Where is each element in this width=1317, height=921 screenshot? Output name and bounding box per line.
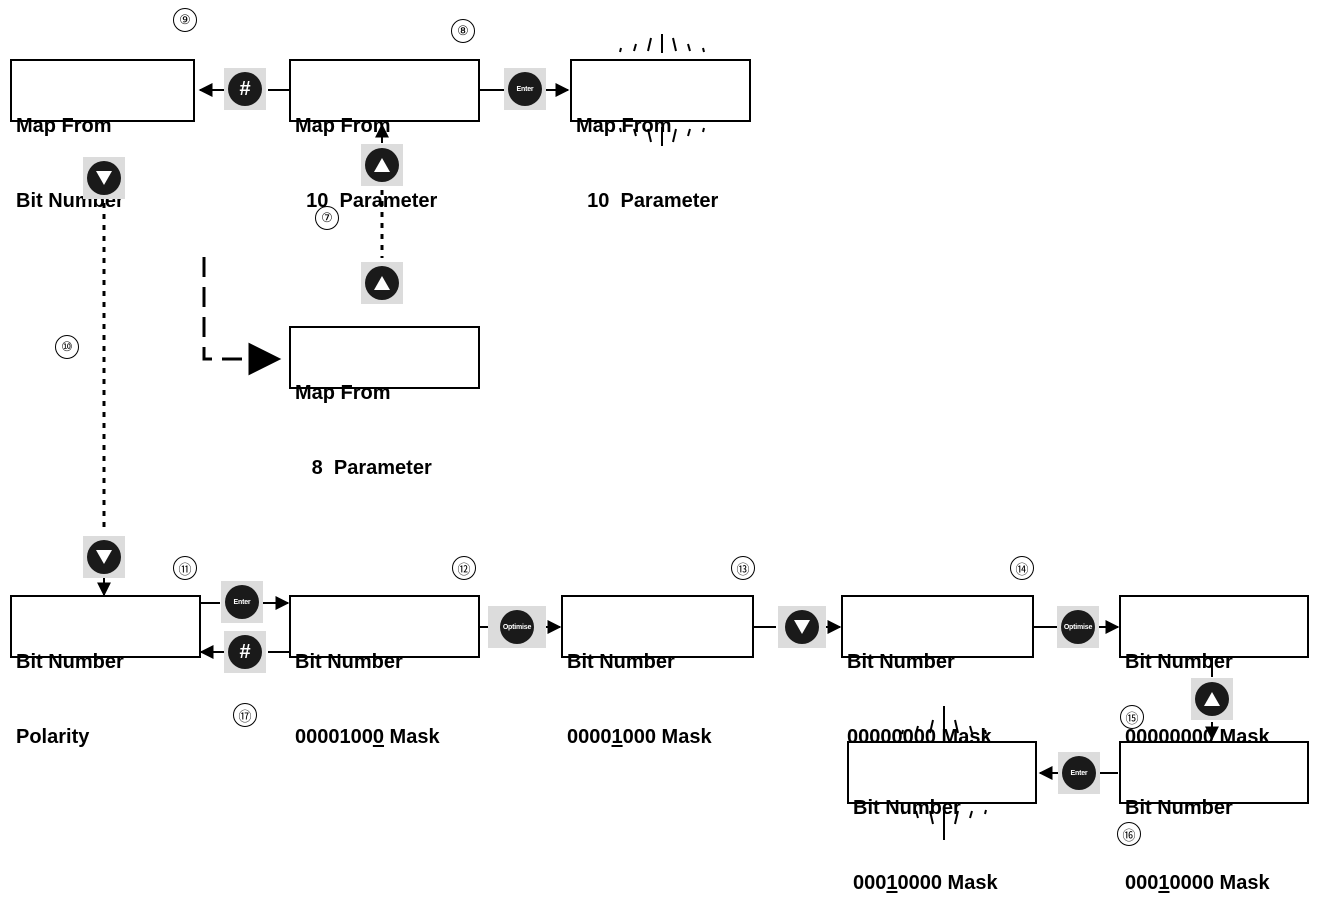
optimise-key-2: Optimise bbox=[1057, 606, 1099, 648]
enter-key-top: Enter bbox=[504, 68, 546, 110]
display-line-1: Bit Number bbox=[295, 651, 403, 673]
display-line-1: Bit Number bbox=[847, 651, 955, 673]
down-key-lower bbox=[83, 536, 125, 578]
display-map-from-10-parameter: Map From 10 Parameter bbox=[289, 59, 480, 212]
display-mask-step-13: Bit Number 00001000 Mask bbox=[561, 595, 754, 748]
step-15: ⑮ bbox=[1120, 705, 1144, 729]
step-8: ⑧ bbox=[451, 19, 475, 43]
step-13: ⑬ bbox=[731, 556, 755, 580]
step-9: ⑨ bbox=[173, 8, 197, 32]
mask-cursor-digit: 0 bbox=[891, 726, 903, 748]
display-bit-number-polarity: Bit Number Polarity bbox=[10, 595, 201, 748]
display-line-1: Bit Number bbox=[853, 797, 961, 819]
up-arrow-icon bbox=[365, 148, 399, 182]
display-line-1: Map From bbox=[16, 115, 112, 137]
display-line-2: 00001000 Mask bbox=[295, 725, 478, 750]
up-arrow-icon bbox=[365, 266, 399, 300]
display-line-1: Map From bbox=[295, 382, 391, 404]
down-arrow-icon bbox=[785, 610, 819, 644]
hash-key-label: # bbox=[228, 72, 262, 106]
display-line-2: 10 Parameter bbox=[576, 190, 719, 212]
display-line-1: Bit Number bbox=[16, 651, 124, 673]
mask-digits-before: 0000 bbox=[567, 726, 612, 748]
display-mask-step-16-flashing: Bit Number 00010000 Mask bbox=[847, 741, 1037, 894]
optimise-key-1: Optimise bbox=[488, 606, 546, 648]
step-11: ⑪ bbox=[173, 556, 197, 580]
connector-layer bbox=[97, 34, 1219, 840]
display-mask-step-12: Bit Number 00001000 Mask bbox=[289, 595, 480, 748]
display-map-from-10-parameter-flashing: Map From 10 Parameter bbox=[570, 59, 751, 212]
display-line-1: Bit Number bbox=[1125, 797, 1233, 819]
display-line-1: Bit Number bbox=[1125, 651, 1233, 673]
enter-key-label: Enter bbox=[225, 585, 259, 619]
display-mask-step-15: Bit Number 00010000 Mask bbox=[1119, 741, 1309, 894]
display-line-2: 00010000 Mask bbox=[1125, 871, 1307, 896]
flash-rays-bottom bbox=[901, 706, 987, 840]
mask-digits-before: 0000100 bbox=[295, 726, 373, 748]
step-14: ⑭ bbox=[1010, 556, 1034, 580]
mask-digits-after: Mask bbox=[384, 726, 440, 748]
enter-key-mask: Enter bbox=[1058, 752, 1100, 794]
display-line-2: 8 Parameter bbox=[295, 457, 432, 479]
step-16: ⑯ bbox=[1117, 822, 1141, 846]
display-line-2: 00010000 Mask bbox=[853, 871, 1035, 896]
step-17: ⑰ bbox=[233, 703, 257, 727]
mask-cursor-digit: 1 bbox=[611, 726, 623, 748]
mask-digits-after: 0000 Mask bbox=[1169, 872, 1270, 894]
up-key-upper bbox=[361, 144, 403, 186]
down-key-upper bbox=[83, 157, 125, 199]
optimise-key-label: Optimise bbox=[1061, 610, 1095, 644]
display-line-2: Polarity bbox=[16, 726, 90, 748]
mask-cursor-digit: 1 bbox=[886, 872, 898, 894]
hash-key-bottom: # bbox=[224, 631, 266, 673]
flash-rays-top bbox=[619, 34, 705, 146]
enter-key-polarity: Enter bbox=[221, 581, 263, 623]
mask-cursor-digit: 1 bbox=[1158, 872, 1170, 894]
display-line-1: Bit Number bbox=[567, 651, 675, 673]
display-mask-step-14: Bit Number 00000000 Mask bbox=[841, 595, 1034, 748]
up-key-lower bbox=[361, 262, 403, 304]
display-line-1: Map From bbox=[295, 115, 391, 137]
hash-key-top: # bbox=[224, 68, 266, 110]
hash-key-label: # bbox=[228, 635, 262, 669]
step-7: ⑦ bbox=[315, 206, 339, 230]
display-map-from-bit-number: Map From Bit Number bbox=[10, 59, 195, 212]
mask-digits-before: 000 bbox=[853, 872, 887, 894]
down-key-mask bbox=[778, 606, 826, 648]
down-arrow-icon bbox=[87, 161, 121, 195]
display-line-1: Map From bbox=[576, 115, 672, 137]
enter-key-label: Enter bbox=[508, 72, 542, 106]
mask-digits-after: 0000 Mask bbox=[897, 872, 998, 894]
mask-digits-before: 000 bbox=[1125, 872, 1159, 894]
mask-digits-after: 000 Mask bbox=[622, 726, 712, 748]
optimise-key-label: Optimise bbox=[500, 610, 534, 644]
mask-cursor-digit: 0 bbox=[1158, 726, 1170, 748]
connector-dashed-to-map8 bbox=[202, 257, 282, 376]
display-line-2: 00001000 Mask bbox=[567, 725, 752, 750]
step-10: ⑩ bbox=[55, 335, 79, 359]
display-mask-step-14-shifted: Bit Number 00000000 Mask bbox=[1119, 595, 1309, 748]
up-key-mask bbox=[1191, 678, 1233, 720]
up-arrow-icon bbox=[1195, 682, 1229, 716]
enter-key-label: Enter bbox=[1062, 756, 1096, 790]
step-12: ⑫ bbox=[452, 556, 476, 580]
down-arrow-icon bbox=[87, 540, 121, 574]
display-map-from-8-parameter: Map From 8 Parameter bbox=[289, 326, 480, 479]
mask-cursor-digit: 0 bbox=[372, 726, 384, 748]
